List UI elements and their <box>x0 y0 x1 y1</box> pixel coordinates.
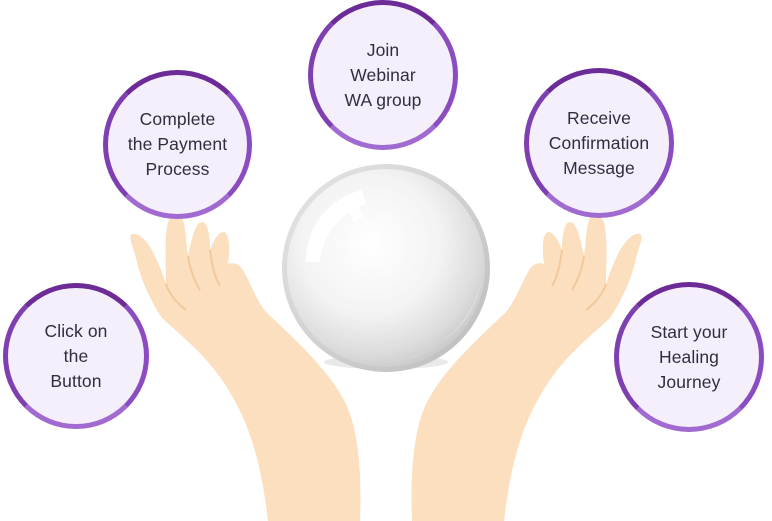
step-circle-complete-payment[interactable]: Complete the Payment Process <box>103 70 252 219</box>
step-circle-click-button[interactable]: Click on the Button <box>3 283 149 429</box>
step-label: Join Webinar WA group <box>344 39 422 110</box>
left-hand-illustration <box>130 214 361 521</box>
step-label: Receive Confirmation Message <box>548 107 650 178</box>
step-label: Click on the Button <box>44 320 108 391</box>
step-circle-start-healing[interactable]: Start your Healing Journey <box>614 282 764 432</box>
right-hand-illustration <box>411 214 642 521</box>
step-circle-receive-confirmation[interactable]: Receive Confirmation Message <box>524 68 674 218</box>
step-label: Complete the Payment Process <box>127 109 228 179</box>
step-circle-join-webinar[interactable]: Join Webinar WA group <box>308 0 458 150</box>
step-label: Start your Healing Journey <box>650 321 728 392</box>
crystal-orb-illustration <box>282 164 490 372</box>
